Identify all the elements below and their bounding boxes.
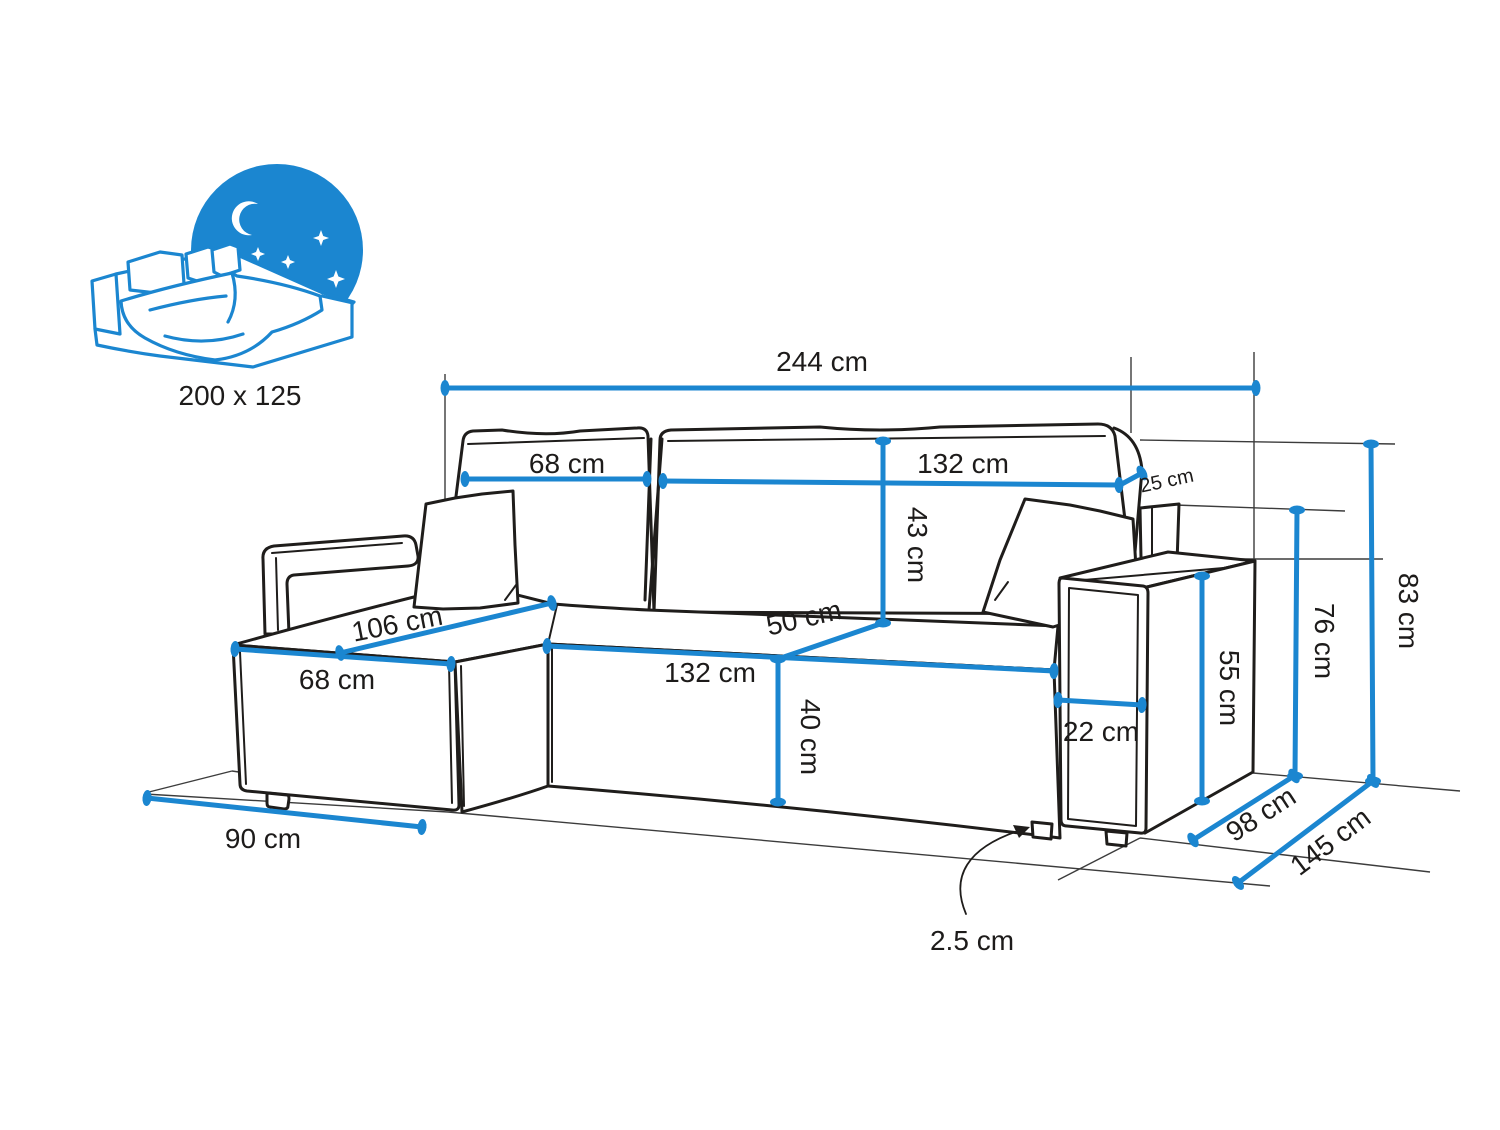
dim-armrest-width-label: 22 cm bbox=[1063, 716, 1139, 747]
chaise-side-face bbox=[453, 642, 550, 814]
bed-headboard bbox=[90, 272, 122, 336]
dim-armrest-height: 55 cm bbox=[1194, 571, 1245, 806]
dim-total-height-label: 83 cm bbox=[1393, 573, 1424, 649]
dim-arm-total-height: 76 cm bbox=[1287, 505, 1340, 781]
dim-backrest-right-width: 132 cm bbox=[658, 448, 1124, 493]
chaise-front-face bbox=[231, 643, 461, 812]
sofa-foot bbox=[265, 791, 291, 811]
dim-leg-height: 2.5 cm bbox=[930, 825, 1030, 956]
dim-total-width: 244 cm bbox=[440, 346, 1261, 396]
dim-chaise-floor-depth: 90 cm bbox=[142, 790, 427, 854]
bed-pillow bbox=[210, 242, 242, 278]
left-pillow bbox=[412, 489, 520, 611]
right-armrest-front bbox=[1057, 576, 1150, 835]
bed-size-label: 200 x 125 bbox=[179, 380, 302, 411]
dim-seat-front-width: 132 cm bbox=[542, 638, 1059, 688]
dim-leg-height-label: 2.5 cm bbox=[930, 925, 1014, 956]
dim-backrest-height-label: 43 cm bbox=[902, 507, 933, 583]
sofa-drawing bbox=[231, 422, 1257, 848]
moon-icon bbox=[231, 201, 258, 236]
sofa-foot bbox=[1104, 829, 1129, 848]
dim-backrest-depth-label: 25 cm bbox=[1138, 465, 1196, 498]
dim-backrest-left-width-label: 68 cm bbox=[529, 448, 605, 479]
dim-chaise-width-label: 68 cm bbox=[299, 664, 375, 695]
dim-total-width-label: 244 cm bbox=[776, 346, 868, 377]
sofa-foot bbox=[1030, 820, 1054, 841]
dim-chaise-floor-depth-label: 90 cm bbox=[225, 823, 301, 854]
leg-pointer-arrow bbox=[959, 830, 1019, 915]
backrest-divider bbox=[643, 437, 664, 612]
dim-armrest-width: 22 cm bbox=[1053, 692, 1147, 747]
dim-base-depth-label: 98 cm bbox=[1220, 780, 1301, 848]
dim-armrest-height-label: 55 cm bbox=[1214, 650, 1245, 726]
dim-backrest-left-width: 68 cm bbox=[460, 448, 652, 487]
dim-seat-height: 40 cm bbox=[770, 654, 826, 807]
dim-backrest-right-width-label: 132 cm bbox=[917, 448, 1009, 479]
arrowhead-icon bbox=[1013, 825, 1030, 838]
dim-seat-front-width-label: 132 cm bbox=[664, 657, 756, 688]
stars-icons bbox=[251, 230, 345, 288]
dim-seat-height-label: 40 cm bbox=[795, 699, 826, 775]
left-armrest bbox=[261, 534, 420, 636]
dim-chaise-width: 68 cm bbox=[230, 641, 456, 695]
dim-backrest-height: 43 cm bbox=[875, 436, 933, 628]
sleep-function-icon: 200 x 125 bbox=[90, 164, 363, 411]
bed-icon bbox=[90, 242, 356, 369]
dim-backrest-depth: 25 cm bbox=[1117, 465, 1196, 498]
dim-arm-total-height-label: 76 cm bbox=[1309, 603, 1340, 679]
dim-total-height: 83 cm bbox=[1363, 439, 1424, 786]
